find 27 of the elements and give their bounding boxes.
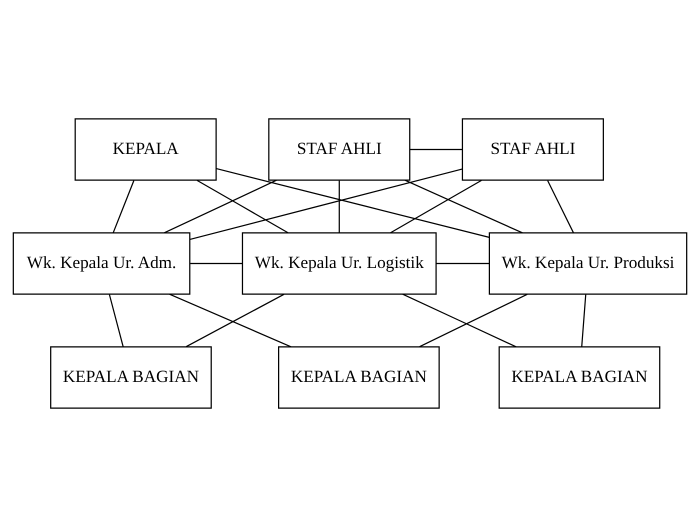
connector (581, 294, 586, 346)
connector (436, 262, 490, 264)
connector (390, 179, 482, 233)
node-box: Wk. Kepala Ur. Produksi (488, 232, 688, 294)
connector (108, 294, 124, 346)
connector (410, 148, 462, 150)
connector (164, 179, 277, 233)
node-box: KEPALA BAGIAN (498, 346, 660, 408)
node-box: KEPALA BAGIAN (278, 346, 440, 408)
connector (190, 262, 242, 264)
connector (169, 293, 292, 347)
connector (338, 180, 340, 232)
node-box: Wk. Kepala Ur. Logistik (242, 232, 437, 294)
node-box: KEPALA BAGIAN (50, 346, 212, 408)
node-box: KEPALA (74, 118, 217, 180)
node-box: STAF AHLI (462, 118, 604, 180)
connector (547, 180, 574, 232)
connector (402, 293, 516, 347)
connector (112, 180, 134, 232)
connector (186, 293, 284, 347)
connector (216, 167, 490, 238)
connector (404, 179, 523, 233)
connector (419, 293, 528, 347)
node-box: Wk. Kepala Ur. Adm. (12, 232, 190, 294)
connector (196, 179, 288, 233)
node-box: STAF AHLI (268, 118, 410, 180)
connector (190, 168, 462, 240)
